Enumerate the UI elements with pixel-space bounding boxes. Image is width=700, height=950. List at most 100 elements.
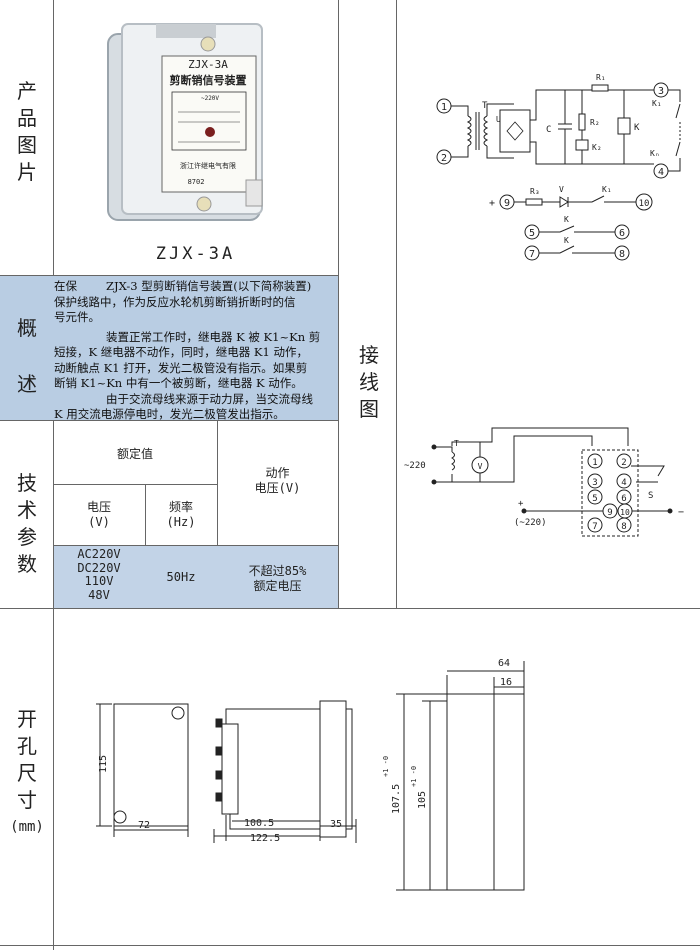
r1-label: R₁ bbox=[596, 73, 606, 82]
overview-band bbox=[0, 276, 338, 420]
ext-terminal-4: 4 bbox=[621, 478, 626, 488]
ext-minus-sign: − bbox=[678, 507, 684, 518]
terminal-3: 3 bbox=[658, 86, 664, 97]
k1-contact-label: K₁ bbox=[652, 99, 662, 108]
action-header: 动作 电压(V) bbox=[217, 466, 338, 496]
device-model-label: ZJX-3A bbox=[188, 58, 228, 71]
voltmeter-label: V bbox=[478, 462, 483, 471]
label-tech-params: 技术参数 bbox=[17, 471, 37, 576]
dim-35: 35 bbox=[330, 819, 342, 830]
grid-line bbox=[53, 0, 54, 950]
grid-line bbox=[0, 945, 700, 946]
overview-line: 动断触点 K1 打开，发光二极管没有指示。如果剪 bbox=[54, 360, 308, 375]
dim-105: 105 bbox=[417, 791, 428, 809]
rectifier-label: U bbox=[496, 115, 501, 124]
terminal-4: 4 bbox=[658, 167, 664, 178]
table-line bbox=[53, 484, 217, 485]
overview-line: 断销 K1~Kn 中有一个被剪断，继电器 K 动作。 bbox=[54, 376, 303, 390]
terminal-5: 5 bbox=[529, 228, 535, 239]
overview-fragment: 在保 bbox=[54, 279, 77, 293]
voltage-value: 48V bbox=[88, 587, 110, 602]
cutout-drawing: 115 72 100.5 122.5 35 64 16 107.5 +1 -0 … bbox=[96, 658, 525, 891]
overview-line: 号元件。 bbox=[54, 310, 100, 324]
grid-line bbox=[396, 0, 397, 608]
grid-line bbox=[338, 0, 339, 608]
device-name: 剪断销信号装置 bbox=[170, 73, 247, 87]
terminal-8: 8 bbox=[619, 249, 625, 260]
label-overview: 概述 bbox=[17, 316, 37, 396]
action-value-line: 不超过85% bbox=[248, 564, 307, 578]
device-maker: 浙江许继电气有限 bbox=[180, 161, 236, 170]
grid-line bbox=[0, 420, 338, 421]
k-contact-label-2: K bbox=[564, 236, 569, 245]
voltage-values: AC220V DC220V 110V 48V bbox=[53, 547, 145, 602]
dim-100-5: 100.5 bbox=[244, 818, 274, 829]
switch-label: S bbox=[648, 491, 653, 501]
ext-terminal-5: 5 bbox=[592, 494, 597, 504]
overview-text: 在保 ZJX-3 型剪断销信号装置(以下简称装置) 保护线路中，作为反应水轮机剪… bbox=[54, 279, 338, 423]
ext-terminal-1: 1 bbox=[592, 458, 597, 468]
dim-107-5: 107.5 bbox=[391, 784, 402, 814]
dim-64: 64 bbox=[498, 658, 510, 669]
kn-contact-label: Kₙ bbox=[650, 149, 660, 158]
action-head: 动作 bbox=[265, 466, 290, 480]
ext-terminal-9: 9 bbox=[607, 508, 612, 518]
label-product-image: 产品图片 bbox=[17, 79, 37, 184]
ext-terminal-2: 2 bbox=[621, 458, 626, 468]
dim-115: 115 bbox=[98, 755, 109, 773]
ext-plus-sign: + bbox=[518, 499, 524, 509]
label-wiring: 接线图 bbox=[359, 343, 379, 421]
freq-header: 频率 (Hz) bbox=[145, 500, 217, 530]
label-cutout: 开孔尺寸 (mm) bbox=[10, 707, 44, 835]
rated-header: 额定值 bbox=[116, 447, 153, 461]
terminal-9: 9 bbox=[504, 198, 510, 209]
overview-line: 短接，K 继电器不动作，同时，继电器 K1 动作， bbox=[54, 345, 308, 359]
ac220-paren-label: (~220) bbox=[514, 518, 547, 528]
ext-terminal-10: 10 bbox=[620, 508, 630, 517]
ext-terminal-6: 6 bbox=[621, 494, 626, 504]
led-label: V bbox=[559, 185, 564, 194]
voltage-unit: (V) bbox=[88, 515, 110, 529]
overview-line: 装置正常工作时，继电器 K 被 K1~Kn 剪 bbox=[106, 329, 321, 344]
ext-terminal-7: 7 bbox=[592, 522, 597, 532]
voltage-value: AC220V bbox=[77, 547, 121, 561]
grid-line bbox=[0, 275, 338, 276]
grid-line bbox=[0, 608, 700, 609]
ext-terminal-3: 3 bbox=[592, 478, 597, 488]
overview-line: K 用交流电源停电时，发光二极管发出指示。 bbox=[54, 407, 285, 421]
freq-head: 频率 bbox=[168, 500, 193, 514]
dim-122-5: 122.5 bbox=[250, 833, 280, 844]
voltage-header: 电压 (V) bbox=[53, 500, 145, 530]
freq-value: 50Hz bbox=[166, 570, 196, 584]
wiring-diagram: 1 2 T U C R₂ K₂ R₁ K 3 4 K₁ Kₙ + 9 R₃ V … bbox=[404, 73, 684, 537]
r2-label: R₂ bbox=[590, 118, 600, 127]
terminal-2: 2 bbox=[441, 153, 447, 164]
terminal-1: 1 bbox=[441, 102, 447, 113]
overview-line: ZJX-3 型剪断销信号装置(以下简称装置) bbox=[106, 279, 312, 293]
dim-105-tol: +1 -0 bbox=[410, 766, 418, 787]
k2-label: K₂ bbox=[592, 143, 602, 152]
dim-72: 72 bbox=[138, 820, 150, 831]
product-model: ZJX-3A bbox=[155, 244, 236, 264]
table-line bbox=[217, 420, 218, 608]
k1-label: K₁ bbox=[602, 185, 612, 194]
voltage-value: 110V bbox=[84, 574, 114, 588]
product-photo: ZJX-3A 剪断销信号装置 ~220V 浙江许继电气有限 8702 bbox=[107, 23, 263, 221]
dim-107-5-tol: +1 -0 bbox=[382, 756, 390, 777]
plus-sign: + bbox=[489, 198, 495, 209]
k-contact-label: K bbox=[564, 215, 569, 224]
overview-line: 由于交流母线来源于动力屏，当交流母线 bbox=[106, 391, 313, 406]
voltage-head: 电压 bbox=[86, 500, 111, 514]
terminal-7: 7 bbox=[529, 249, 535, 260]
overview-line: 保护线路中，作为反应水轮机剪断销折断时的信 bbox=[54, 294, 296, 309]
table-line bbox=[53, 545, 338, 546]
r3-label: R₃ bbox=[530, 187, 540, 196]
capacitor-label: C bbox=[546, 125, 551, 135]
ac220-label: ~220 bbox=[404, 461, 426, 471]
k-label: K bbox=[634, 123, 640, 133]
freq-unit: (Hz) bbox=[166, 515, 196, 529]
ext-terminal-8: 8 bbox=[621, 522, 626, 532]
terminal-10: 10 bbox=[639, 199, 650, 209]
dim-16: 16 bbox=[500, 677, 512, 688]
action-value: 不超过85% 额定电压 bbox=[217, 564, 338, 594]
